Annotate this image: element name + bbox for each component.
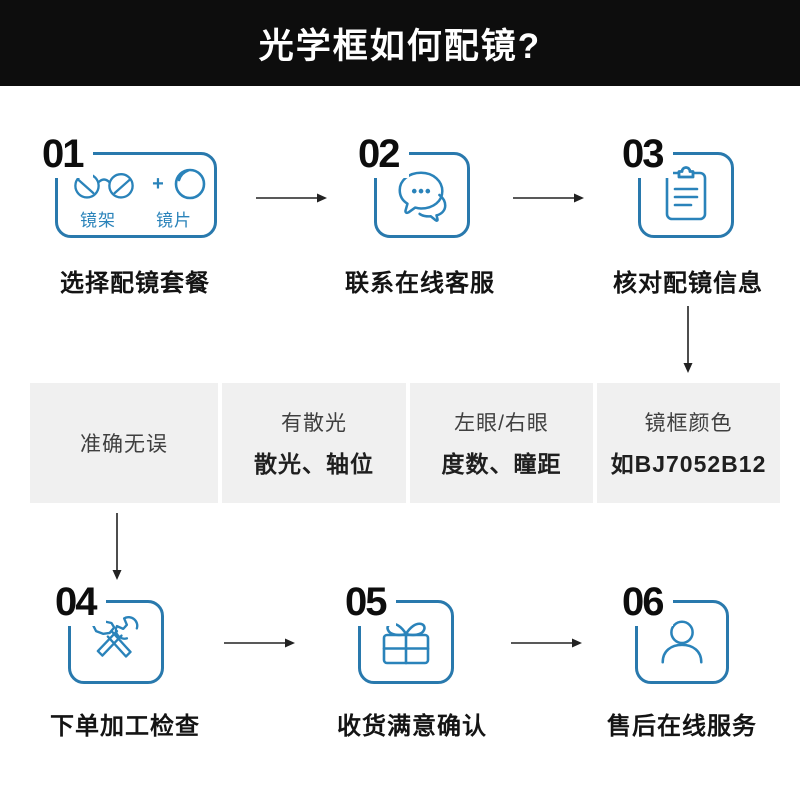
plus-sign: + (152, 172, 164, 195)
step-box-03 (638, 152, 734, 238)
info-box-eyes: 左眼/右眼 度数、瞳距 (410, 383, 593, 503)
step-number-04: 04 (55, 582, 106, 626)
info-box-line2: 如BJ7052B12 (610, 451, 767, 477)
info-box-line2: 散光、轴位 (254, 451, 374, 477)
arrow-down-step3-info (683, 306, 693, 373)
step-box-05 (358, 600, 454, 684)
step-box-01: + 镜架 镜片 (55, 152, 217, 238)
step-label-06: 售后在线服务 (607, 713, 757, 740)
frame-label: 镜架 (80, 210, 116, 230)
lens-label: 镜片 (156, 210, 192, 230)
info-box-line1: 左眼/右眼 (454, 412, 549, 435)
step-box-02 (374, 152, 470, 238)
info-box-frame-color: 镜框颜色 如BJ7052B12 (597, 383, 780, 503)
arrow-right-step2-step3 (513, 193, 584, 203)
title-banner: 光学框如何配镜? (0, 0, 800, 86)
info-box-line1: 有散光 (281, 412, 347, 435)
frame-plus-lens-group: + 镜架 镜片 (64, 166, 208, 231)
gift-box-icon (382, 622, 430, 665)
info-strip: 准确无误 有散光 散光、轴位 左眼/右眼 度数、瞳距 镜框颜色 如BJ7052B… (0, 383, 800, 503)
arrow-right-step5-step6 (511, 638, 582, 648)
lens-icon (174, 168, 206, 199)
hammer-wrench-icon (92, 616, 139, 658)
step-label-04: 下单加工检查 (50, 713, 200, 740)
arrow-right-step4-step5 (224, 638, 295, 648)
clipboard-icon (665, 166, 707, 221)
step-number-01: 01 (42, 134, 93, 178)
step-box-06 (635, 600, 729, 684)
info-box-line2: 度数、瞳距 (441, 451, 562, 477)
person-icon (661, 620, 703, 664)
info-box-astigmatism: 有散光 散光、轴位 (222, 383, 406, 503)
step-label-03: 核对配镜信息 (613, 270, 763, 297)
step-number-05: 05 (345, 582, 396, 626)
arrow-down-info-step4 (112, 513, 122, 580)
step-label-05: 收货满意确认 (337, 713, 487, 740)
step-number-06: 06 (622, 582, 673, 626)
info-box-line1: 准确无误 (80, 433, 168, 456)
chat-bubbles-icon (398, 171, 447, 222)
info-box-line1: 镜框颜色 (644, 412, 733, 435)
step-box-04 (68, 600, 164, 684)
step-label-01: 选择配镜套餐 (60, 270, 210, 297)
page-title: 光学框如何配镜? (258, 26, 542, 66)
step-number-02: 02 (358, 134, 409, 178)
step-number-03: 03 (622, 134, 673, 178)
step-label-02: 联系在线客服 (345, 270, 495, 297)
info-box-accuracy: 准确无误 (30, 383, 218, 503)
arrow-right-step1-step2 (256, 193, 327, 203)
